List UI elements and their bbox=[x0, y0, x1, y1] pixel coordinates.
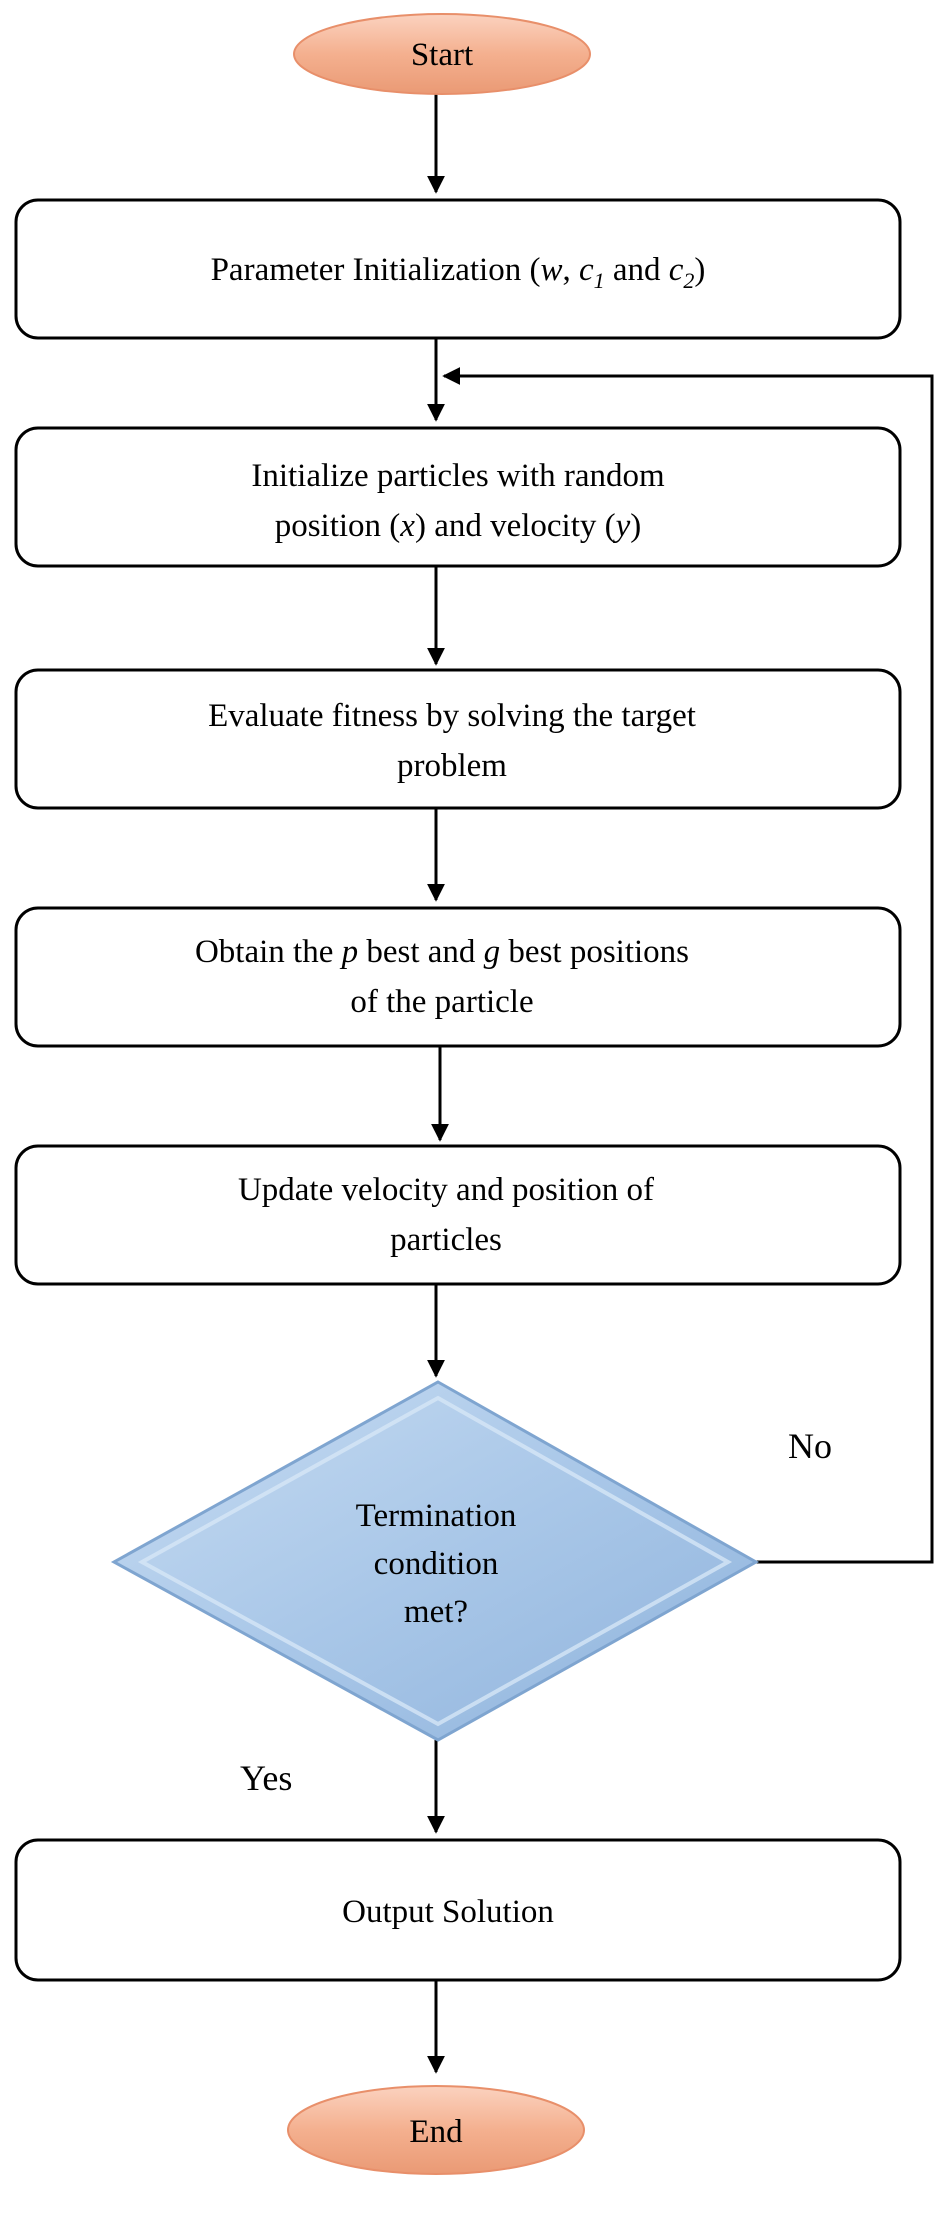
edge-decision-no-loop bbox=[442, 367, 934, 1564]
evaluate-line1: Evaluate fitness by solving the target bbox=[208, 698, 696, 734]
start-label: Start bbox=[411, 37, 473, 73]
update-line1: Update velocity and position of bbox=[238, 1172, 654, 1208]
end-node: End bbox=[287, 2085, 585, 2175]
init-particles-node: Initialize particles with random positio… bbox=[14, 426, 902, 568]
decision-line1: Termination bbox=[356, 1498, 517, 1534]
yes-label: Yes bbox=[240, 1758, 292, 1798]
init-params-node: Parameter Initialization (w, c1 and c2) bbox=[14, 198, 902, 340]
evaluate-line2: problem bbox=[397, 748, 507, 784]
start-node: Start bbox=[293, 13, 591, 95]
init-particles-line2: position (x) and velocity (y) bbox=[275, 508, 642, 544]
obtain-best-node: Obtain the p best and g best positions o… bbox=[14, 906, 902, 1048]
obtain-best-line1: Obtain the p best and g best positions bbox=[195, 934, 689, 970]
output-label: Output Solution bbox=[342, 1894, 554, 1930]
end-label: End bbox=[409, 2114, 463, 2150]
update-node: Update velocity and position of particle… bbox=[14, 1144, 902, 1286]
obtain-best-line2: of the particle bbox=[350, 984, 533, 1020]
decision-line3: met? bbox=[404, 1594, 468, 1630]
update-line2: particles bbox=[390, 1222, 502, 1258]
evaluate-node: Evaluate fitness by solving the target p… bbox=[14, 668, 902, 810]
init-params-label: Parameter Initialization (w, c1 and c2) bbox=[211, 252, 706, 293]
output-node: Output Solution bbox=[14, 1838, 902, 1982]
decision-line2: condition bbox=[374, 1546, 499, 1582]
decision-node: Termination condition met? bbox=[110, 1380, 760, 1742]
init-particles-line1: Initialize particles with random bbox=[251, 458, 665, 494]
no-label: No bbox=[788, 1426, 832, 1466]
